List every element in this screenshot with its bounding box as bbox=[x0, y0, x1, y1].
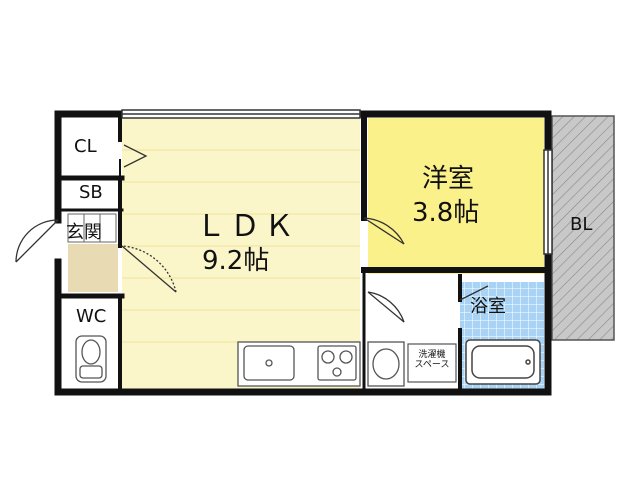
washer-space-line1: 洗濯機 bbox=[418, 350, 446, 360]
windows bbox=[121, 109, 553, 255]
balcony bbox=[551, 115, 615, 341]
ldk-name-label: ＬＤＫ bbox=[196, 209, 298, 244]
kitchen-sink-icon bbox=[243, 345, 295, 381]
bedroom-floor bbox=[368, 118, 544, 274]
toilet-icon bbox=[75, 335, 107, 383]
washer-space bbox=[407, 343, 457, 383]
stove-icon bbox=[317, 345, 357, 381]
shoe-box-label: SB bbox=[79, 182, 103, 203]
washbasin-icon bbox=[367, 341, 405, 387]
wc-label: WC bbox=[76, 306, 107, 327]
bedroom-size-label: 3.8帖 bbox=[412, 198, 480, 228]
bathtub-icon bbox=[465, 339, 541, 385]
shoe-box bbox=[67, 213, 117, 243]
entrance-floor bbox=[68, 244, 118, 292]
ldk-floor-lines bbox=[122, 149, 360, 343]
washer-space-label: 洗濯機 スペース bbox=[410, 350, 454, 371]
kitchen-counter bbox=[237, 341, 361, 387]
washer-space-line2: スペース bbox=[414, 360, 450, 371]
entrance-label: 玄関 bbox=[66, 222, 102, 243]
balcony-label: BL bbox=[570, 214, 593, 235]
closet-label: CL bbox=[74, 136, 97, 157]
bedroom-name-label: 洋室 bbox=[422, 164, 475, 194]
closet-floor bbox=[62, 118, 120, 176]
ldk-size-label: 9.2帖 bbox=[202, 246, 270, 276]
bathroom-label: 浴室 bbox=[470, 296, 506, 317]
door-swing-icon bbox=[15, 144, 489, 323]
